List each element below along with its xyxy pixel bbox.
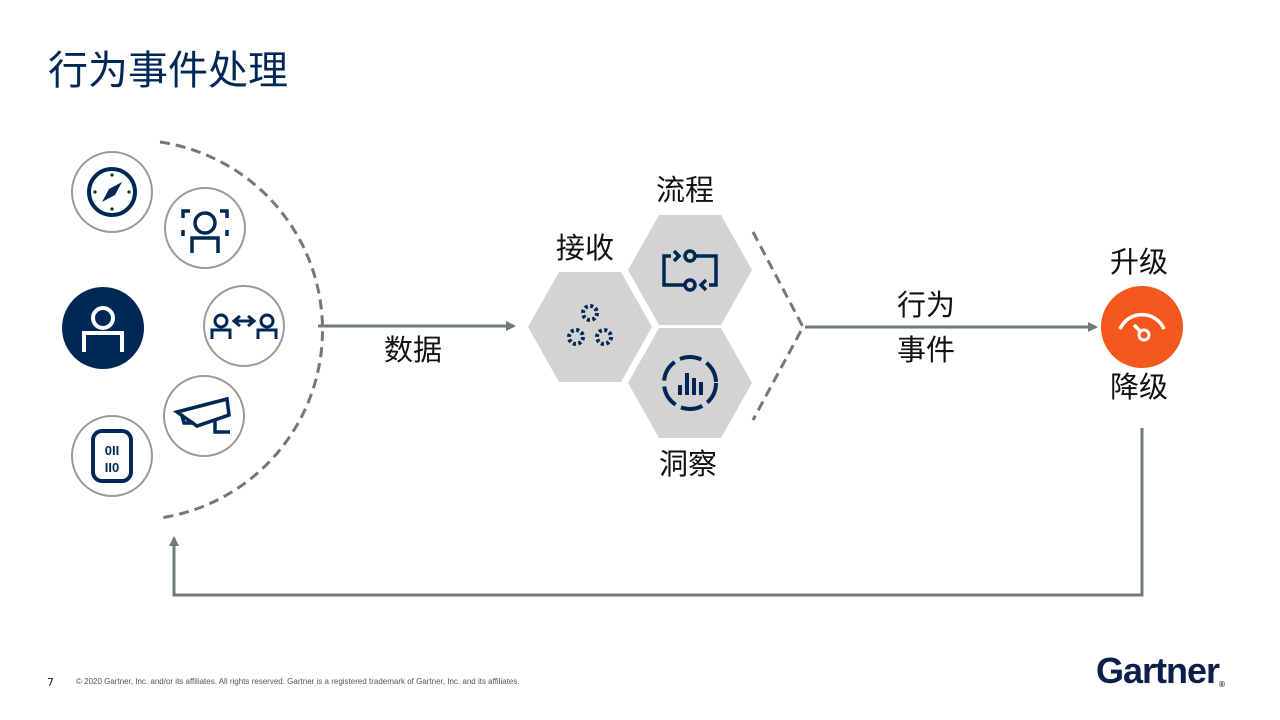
feedback-arrow xyxy=(169,428,1144,597)
event-label: 事件 xyxy=(897,333,956,367)
svg-text:II0: II0 xyxy=(105,460,119,475)
binary-database-icon: 0II II0 xyxy=(71,415,153,497)
user-exchange-icon xyxy=(203,285,285,367)
svg-text:0II: 0II xyxy=(105,443,119,458)
logo-text: Gartner xyxy=(1096,650,1220,691)
insight-hexagon xyxy=(628,328,752,438)
security-camera-icon xyxy=(163,375,245,457)
user-icon xyxy=(62,287,144,369)
face-recognition-icon xyxy=(164,187,246,269)
output-chevron xyxy=(751,231,805,421)
data-label: 数据 xyxy=(384,333,443,367)
upgrade-label: 升级 xyxy=(1110,245,1169,279)
registered-mark: ® xyxy=(1219,680,1225,689)
copyright: © 2020 Gartner, Inc. and/or its affiliat… xyxy=(76,677,520,686)
page-number: 7 xyxy=(47,676,54,689)
gears-icon xyxy=(567,304,613,346)
source-arc xyxy=(159,140,325,520)
workflow-icon xyxy=(662,249,718,292)
gauge-icon xyxy=(1101,286,1183,368)
behavior-label: 行为 xyxy=(897,288,956,322)
receive-label: 接收 xyxy=(556,231,615,265)
page-title: 行为事件处理 xyxy=(48,48,288,94)
process-label: 流程 xyxy=(656,173,715,207)
receive-hexagon xyxy=(528,272,652,382)
insight-label: 洞察 xyxy=(659,447,718,481)
downgrade-label: 降级 xyxy=(1110,370,1169,404)
analytics-icon xyxy=(662,355,718,411)
gartner-logo: Gartner® xyxy=(1096,650,1225,692)
process-hexagon xyxy=(628,215,752,325)
compass-icon xyxy=(71,151,153,233)
